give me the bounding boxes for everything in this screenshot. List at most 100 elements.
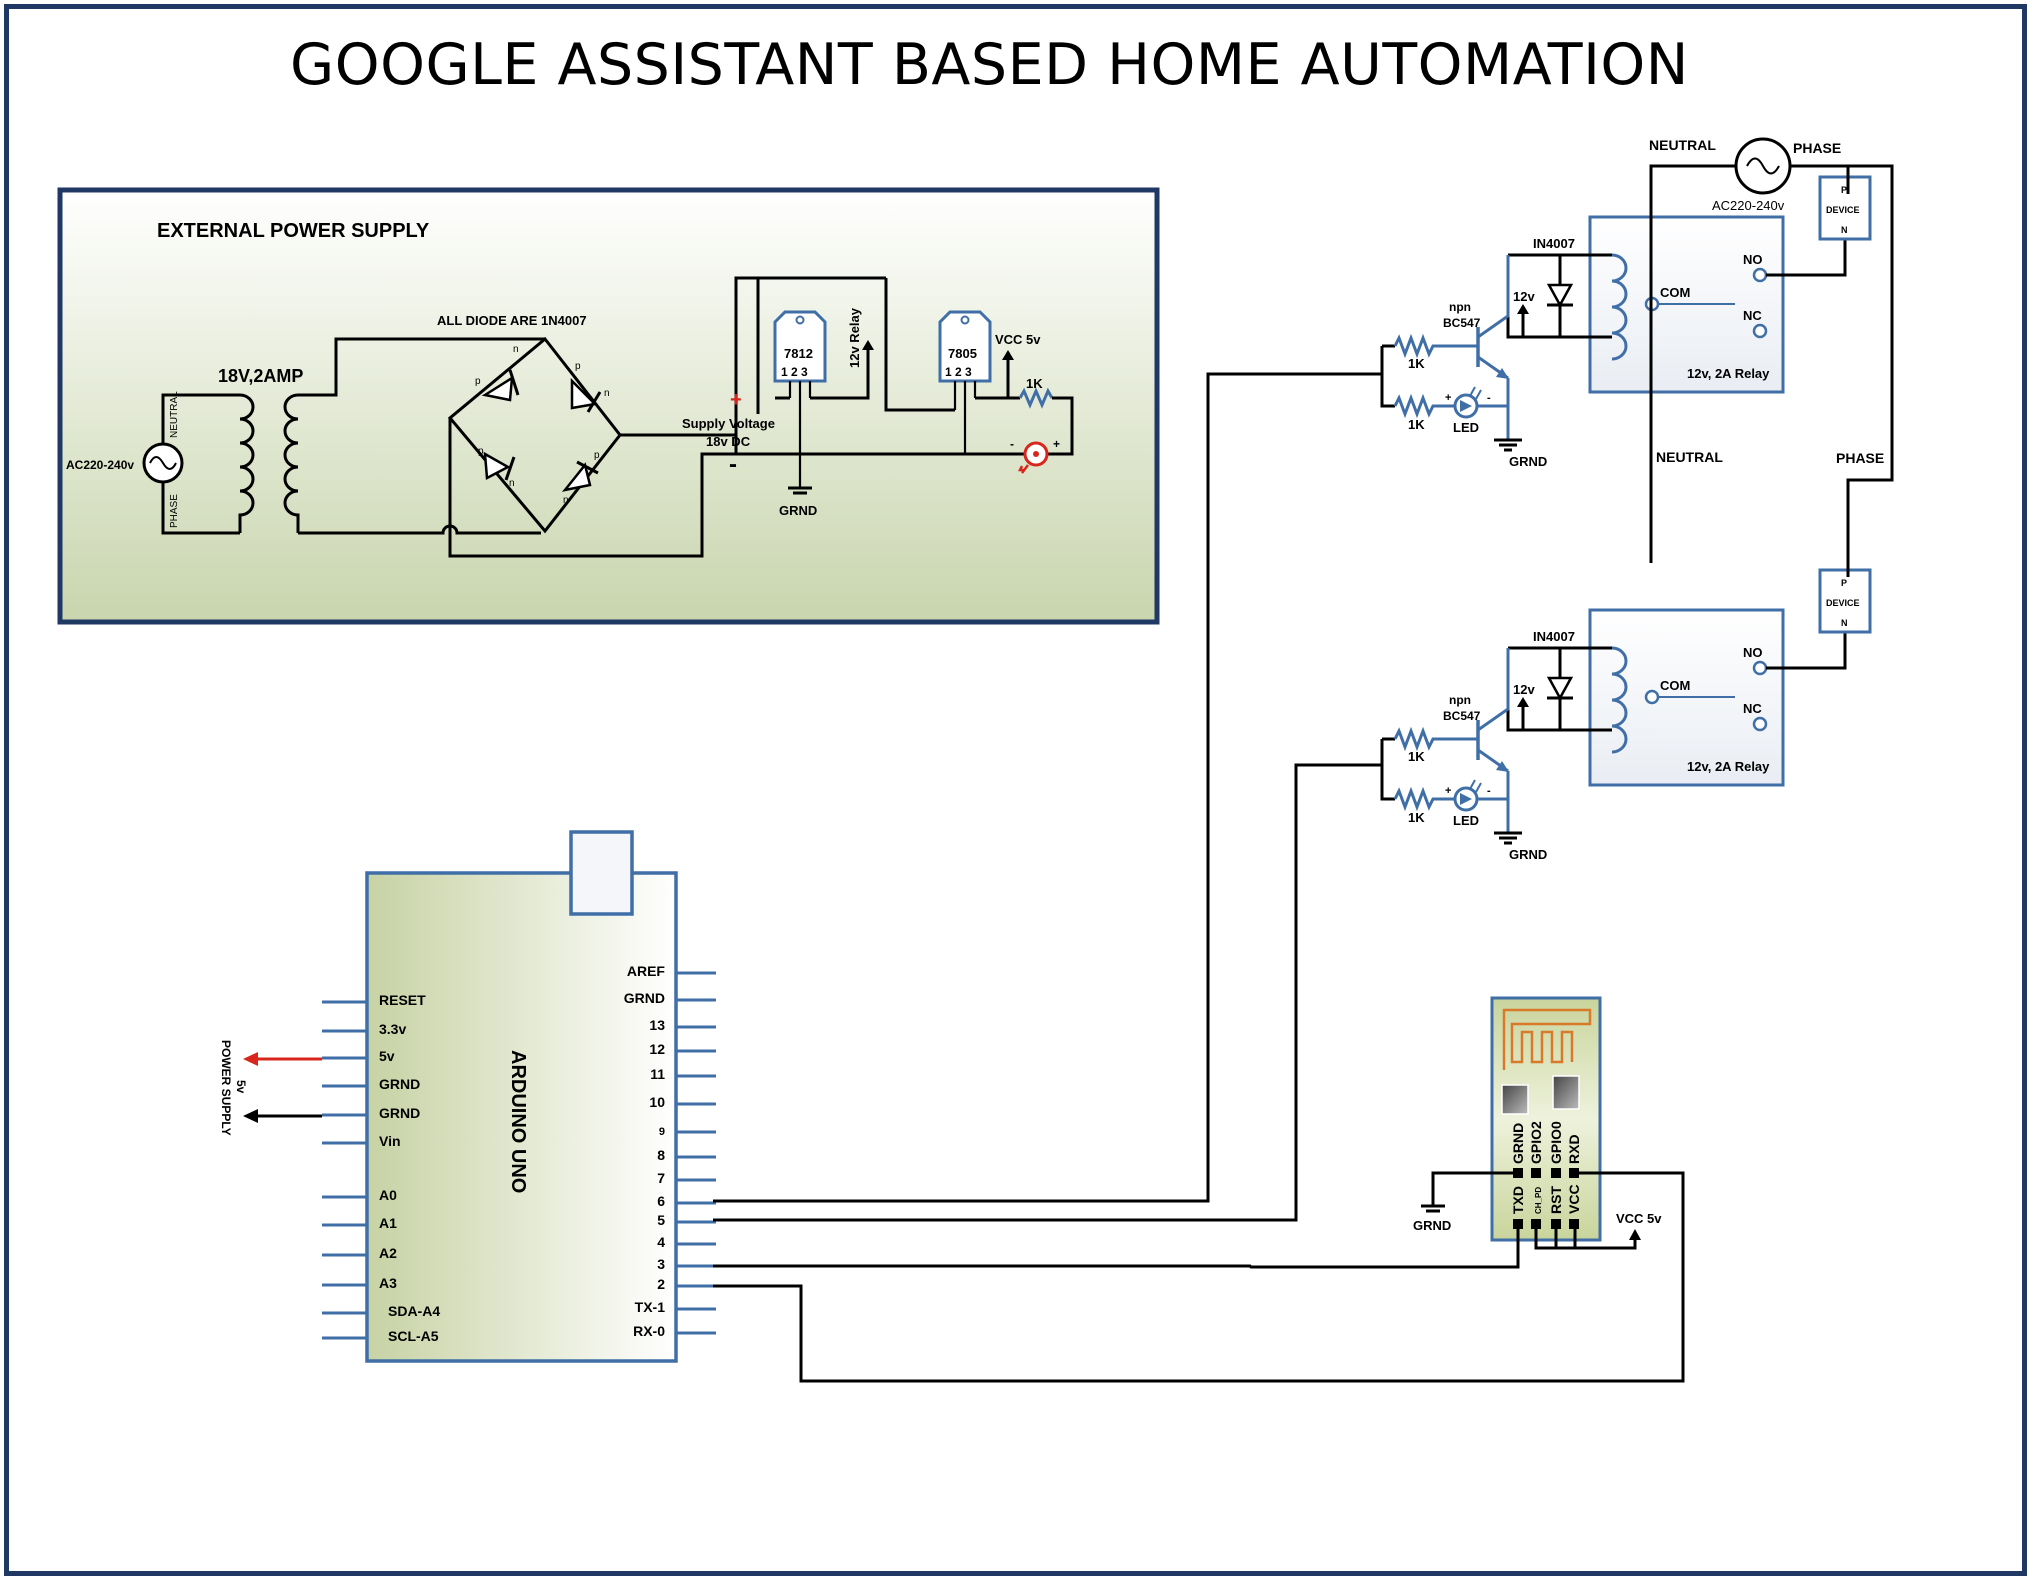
mains-source: NEUTRAL PHASE AC220-240v NEUTRAL PHASE [1649,137,1894,577]
diode-note: ALL DIODE ARE 1N4007 [437,313,587,328]
regulator-7812: 7812 1 2 3 [773,310,827,488]
diode-icon [1546,676,1574,701]
arduino-pin-label: A1 [379,1215,397,1231]
device-label: DEVICE [1826,205,1860,215]
arduino-pin-label: RESET [379,992,426,1008]
resistor-icon [1393,333,1478,359]
led-label: LED [1453,813,1479,828]
supply-label: 12v [1513,682,1535,697]
no-terminal [1752,267,1768,283]
nc-terminal [1752,716,1768,732]
resistor-label: 1K [1408,356,1425,371]
relay-rating-label: 12v, 2A Relay [1687,366,1770,381]
arduino-pin-label: 9 [659,1126,665,1138]
diode-icon [561,460,599,492]
arrow-up-icon [1517,304,1529,314]
resistor-icon [1018,387,1054,409]
arduino-pin-label: 2 [657,1276,665,1292]
transformer-label: 18V,2AMP [218,366,303,386]
diode-icon [570,377,602,413]
device-label: DEVICE [1826,598,1860,608]
relay-coil-icon [1611,253,1628,361]
arduino-pin-label: 5 [657,1212,665,1228]
phase-mid-label: PHASE [1836,450,1884,466]
page-title: GOOGLE ASSISTANT BASED HOME AUTOMATION [290,32,1689,98]
arduino-pin-label: 3 [657,1256,665,1272]
power-supply-panel: EXTERNAL POWER SUPPLY AC220-240v NEUTRAL… [57,187,1160,625]
supply-voltage-label: Supply Voltage [682,416,775,431]
supply-dc-label: 18v DC [706,434,751,449]
power-label-1: 5v [234,1080,248,1094]
minus-sign: - [729,451,737,478]
arduino-name: ARDUINO UNO [507,1050,529,1193]
antenna-icon [1502,1008,1592,1070]
diode-icon [483,451,516,481]
usb-connector [569,830,634,916]
esp-vcc-label: VCC 5v [1616,1211,1662,1226]
esp-pin [1551,1168,1561,1178]
device-n-label: N [1841,225,1848,235]
nc-label: NC [1743,308,1762,323]
resistor-label: 1K [1408,749,1425,764]
svg-text:-: - [1010,437,1014,451]
svg-text:-: - [1487,785,1491,797]
arrow-up-icon [1517,697,1529,707]
arduino-pin-label: 8 [657,1147,665,1163]
diode-pin-label: p [594,450,600,461]
diode-pin-label: p [478,446,484,457]
diode-pin-label: p [575,361,581,372]
nc-label: NC [1743,701,1762,716]
arduino-pin-label: Vin [379,1133,401,1149]
arduino-pin-label: A0 [379,1187,397,1203]
diode-pin-label: n [513,344,519,355]
svg-text:+: + [1053,437,1060,451]
com-label: COM [1660,285,1690,300]
arduino-pin-label: GRND [379,1076,420,1092]
phase-label: PHASE [169,494,180,528]
reg-pins: 1 2 3 [945,365,972,379]
device-n-label: N [1841,618,1848,628]
resistor-label: 1K [1408,810,1425,825]
diagram-frame [4,4,2027,1576]
esp-pin-label: RST [1548,1186,1564,1214]
esp-pin [1531,1168,1541,1178]
chip-icon [1552,1075,1580,1110]
reg-label: 7805 [948,346,977,361]
mains-source-label: AC220-240v [1712,198,1785,213]
arduino-pin-label: 5v [379,1048,395,1064]
arduino-pin-label: 10 [649,1094,665,1110]
diode-pin-label: n [509,478,515,489]
resistor-label: 1K [1408,417,1425,432]
arduino-pin-label: SDA-A4 [388,1303,440,1319]
arrow-up-icon [862,340,874,350]
arrow-left-icon [243,1052,258,1066]
diode-icon [481,369,520,402]
esp-pin-label: VCC [1566,1184,1582,1214]
arduino-pin-label: A2 [379,1245,397,1261]
arduino-pin-label: GRND [379,1105,420,1121]
arduino-pin-label: RX-0 [633,1323,665,1339]
no-terminal [1752,660,1768,676]
neutral-label: NEUTRAL [169,391,180,438]
ground-icon [1421,1204,1445,1213]
power-led-icon: - + [1010,437,1060,474]
regulator-7805: 7805 1 2 3 [938,310,992,454]
relay-rating-label: 12v, 2A Relay [1687,759,1770,774]
diode-icon [1546,283,1574,308]
supply-label: 12v [1513,289,1535,304]
transistor-label: BC547 [1443,316,1481,330]
esp-pin-label: GPIO2 [1528,1121,1544,1164]
arrow-left-icon [243,1109,258,1123]
arduino-pin-label: 6 [657,1193,665,1209]
com-terminal [1644,689,1660,705]
relay-12v-label: 12v Relay [847,307,862,368]
ac-source-icon [142,442,184,484]
esp-pin-label: GPIO0 [1548,1121,1564,1164]
diode-label: IN4007 [1533,236,1575,251]
arduino-pin-label: 3.3v [379,1021,406,1037]
esp-pin-label: CH_PD [1534,1187,1543,1214]
diode-pin-label: p [475,376,481,387]
